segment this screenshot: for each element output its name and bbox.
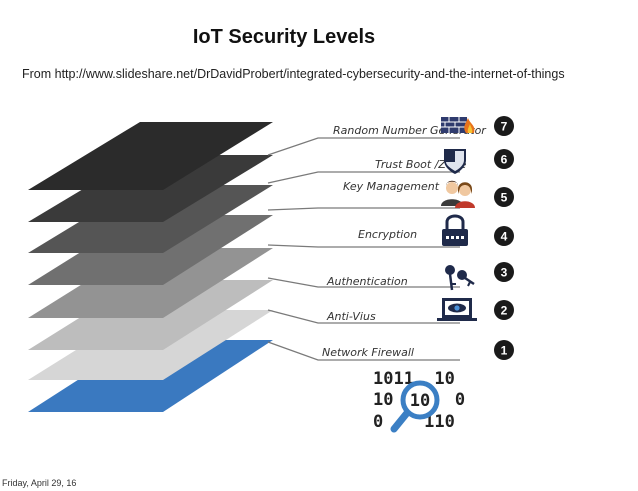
- badge-3: 3: [494, 262, 514, 282]
- lock-icon: [442, 214, 468, 246]
- layer-7: [28, 122, 273, 190]
- page-title: IoT Security Levels: [192, 26, 376, 48]
- svg-text:6: 6: [501, 153, 508, 167]
- connector-6: [267, 171, 460, 184]
- binary-line-1: 1011 10: [373, 369, 455, 389]
- level-3-label: Authentication: [326, 275, 408, 288]
- badge-6: 6: [494, 149, 514, 169]
- layer-stack: [28, 122, 273, 412]
- slide-date: Friday, April 29, 16: [2, 478, 77, 488]
- badge-2: 2: [494, 300, 514, 320]
- svg-text:4: 4: [501, 230, 508, 244]
- binary-magnifier-graphic: 1011 10 10 0 0 110 10: [373, 369, 465, 433]
- connector-3: [267, 277, 460, 288]
- connector-7: [267, 137, 460, 156]
- level-6-label: Trust Boot /Zone: [375, 158, 467, 171]
- svg-text:1: 1: [501, 344, 508, 358]
- badge-7: 7: [494, 116, 514, 136]
- level-5-label: Key Management: [343, 180, 440, 193]
- connector-4: [267, 244, 460, 248]
- connector-1: [267, 341, 460, 361]
- monitor-eye-icon: [437, 298, 477, 321]
- source-citation: From http://www.slideshare.net/DrDavidPr…: [22, 67, 565, 81]
- connector-lines: [267, 137, 460, 361]
- svg-text:3: 3: [501, 266, 508, 280]
- level-1-label: Network Firewall: [322, 346, 414, 359]
- users-icon: [441, 180, 475, 208]
- svg-text:7: 7: [501, 120, 508, 134]
- badge-5: 5: [494, 187, 514, 207]
- firewall-icon: [441, 117, 475, 133]
- connector-5: [267, 207, 460, 211]
- svg-text:5: 5: [501, 191, 508, 205]
- magnifier-text: 10: [410, 391, 430, 411]
- badge-1: 1: [494, 340, 514, 360]
- svg-text:2: 2: [501, 304, 508, 318]
- level-2-label: Anti-Vius: [326, 310, 376, 323]
- connector-2: [267, 309, 460, 324]
- magnifier-icon: [400, 380, 440, 420]
- level-badges: 7 6 5 4 3 2 1: [494, 116, 514, 360]
- magnifier-handle: [390, 409, 411, 433]
- level-4-label: Encryption: [358, 228, 417, 241]
- keys-icon: [445, 265, 475, 291]
- shield-icon: [444, 149, 466, 174]
- badge-4: 4: [494, 226, 514, 246]
